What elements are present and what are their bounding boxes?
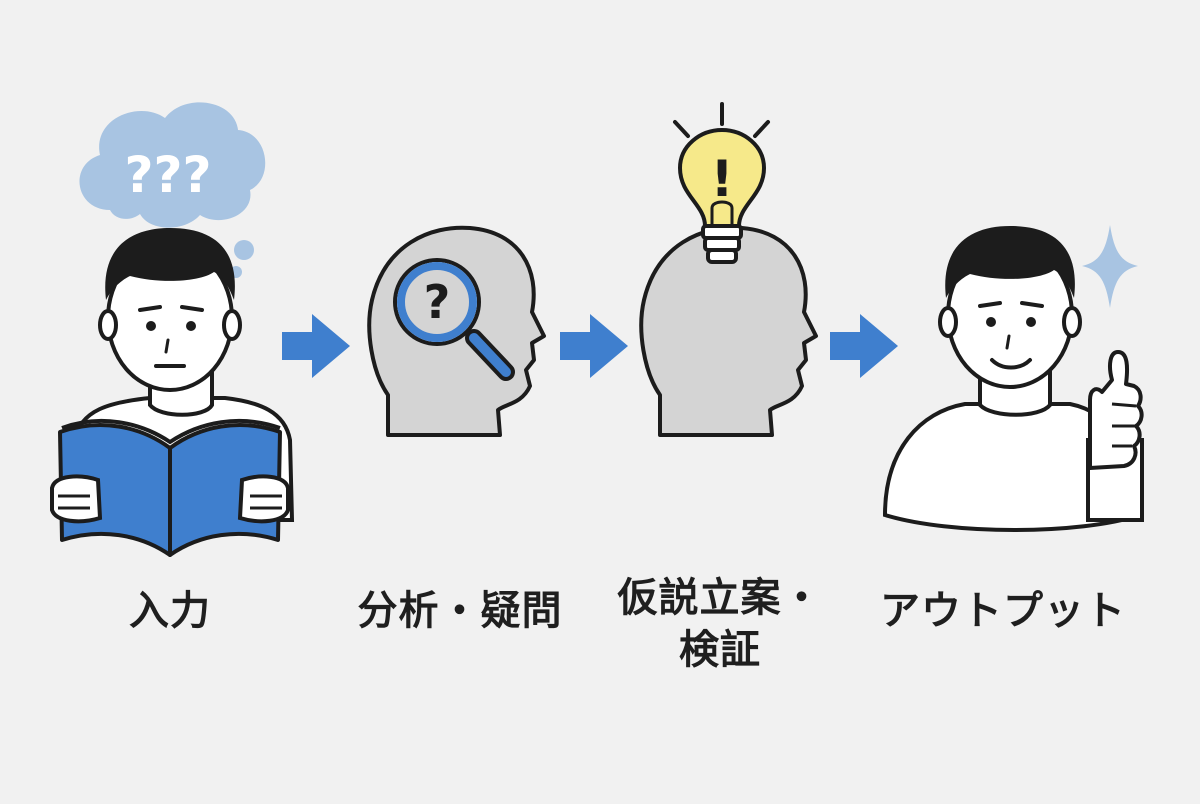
person-smiling-icon: [882, 226, 1143, 532]
lightbulb-icon: !: [673, 102, 770, 264]
magnifying-glass-icon: ?: [393, 258, 515, 381]
sparkle-icon: [1082, 225, 1138, 308]
step-input-illustration: ???: [50, 102, 295, 557]
step-label-hypothesis: 仮説立案・ 検証: [600, 572, 840, 676]
thumbs-up-icon: [1086, 350, 1144, 522]
thought-cloud-icon: ???: [79, 102, 266, 278]
step-label-analysis: 分析・疑問: [357, 588, 563, 634]
arrow-right-icon: [830, 314, 898, 378]
step-label-output: アウトプット: [880, 588, 1126, 634]
step-output-illustration: [882, 225, 1144, 532]
step-label-hypothesis-line2: 検証: [679, 627, 761, 673]
step-analysis-illustration: ?: [367, 225, 546, 437]
thought-question-marks: ???: [124, 146, 211, 204]
exclamation-glyph: !: [711, 150, 734, 208]
step-label-hypothesis-line1: 仮説立案・: [617, 575, 823, 621]
step-hypothesis-illustration: !: [639, 102, 818, 437]
arrow-right-icon: [560, 314, 628, 378]
book-icon: [50, 418, 290, 557]
arrow-right-icon: [282, 314, 350, 378]
question-mark-glyph: ?: [424, 275, 451, 329]
step-label-input: 入力: [129, 588, 211, 634]
